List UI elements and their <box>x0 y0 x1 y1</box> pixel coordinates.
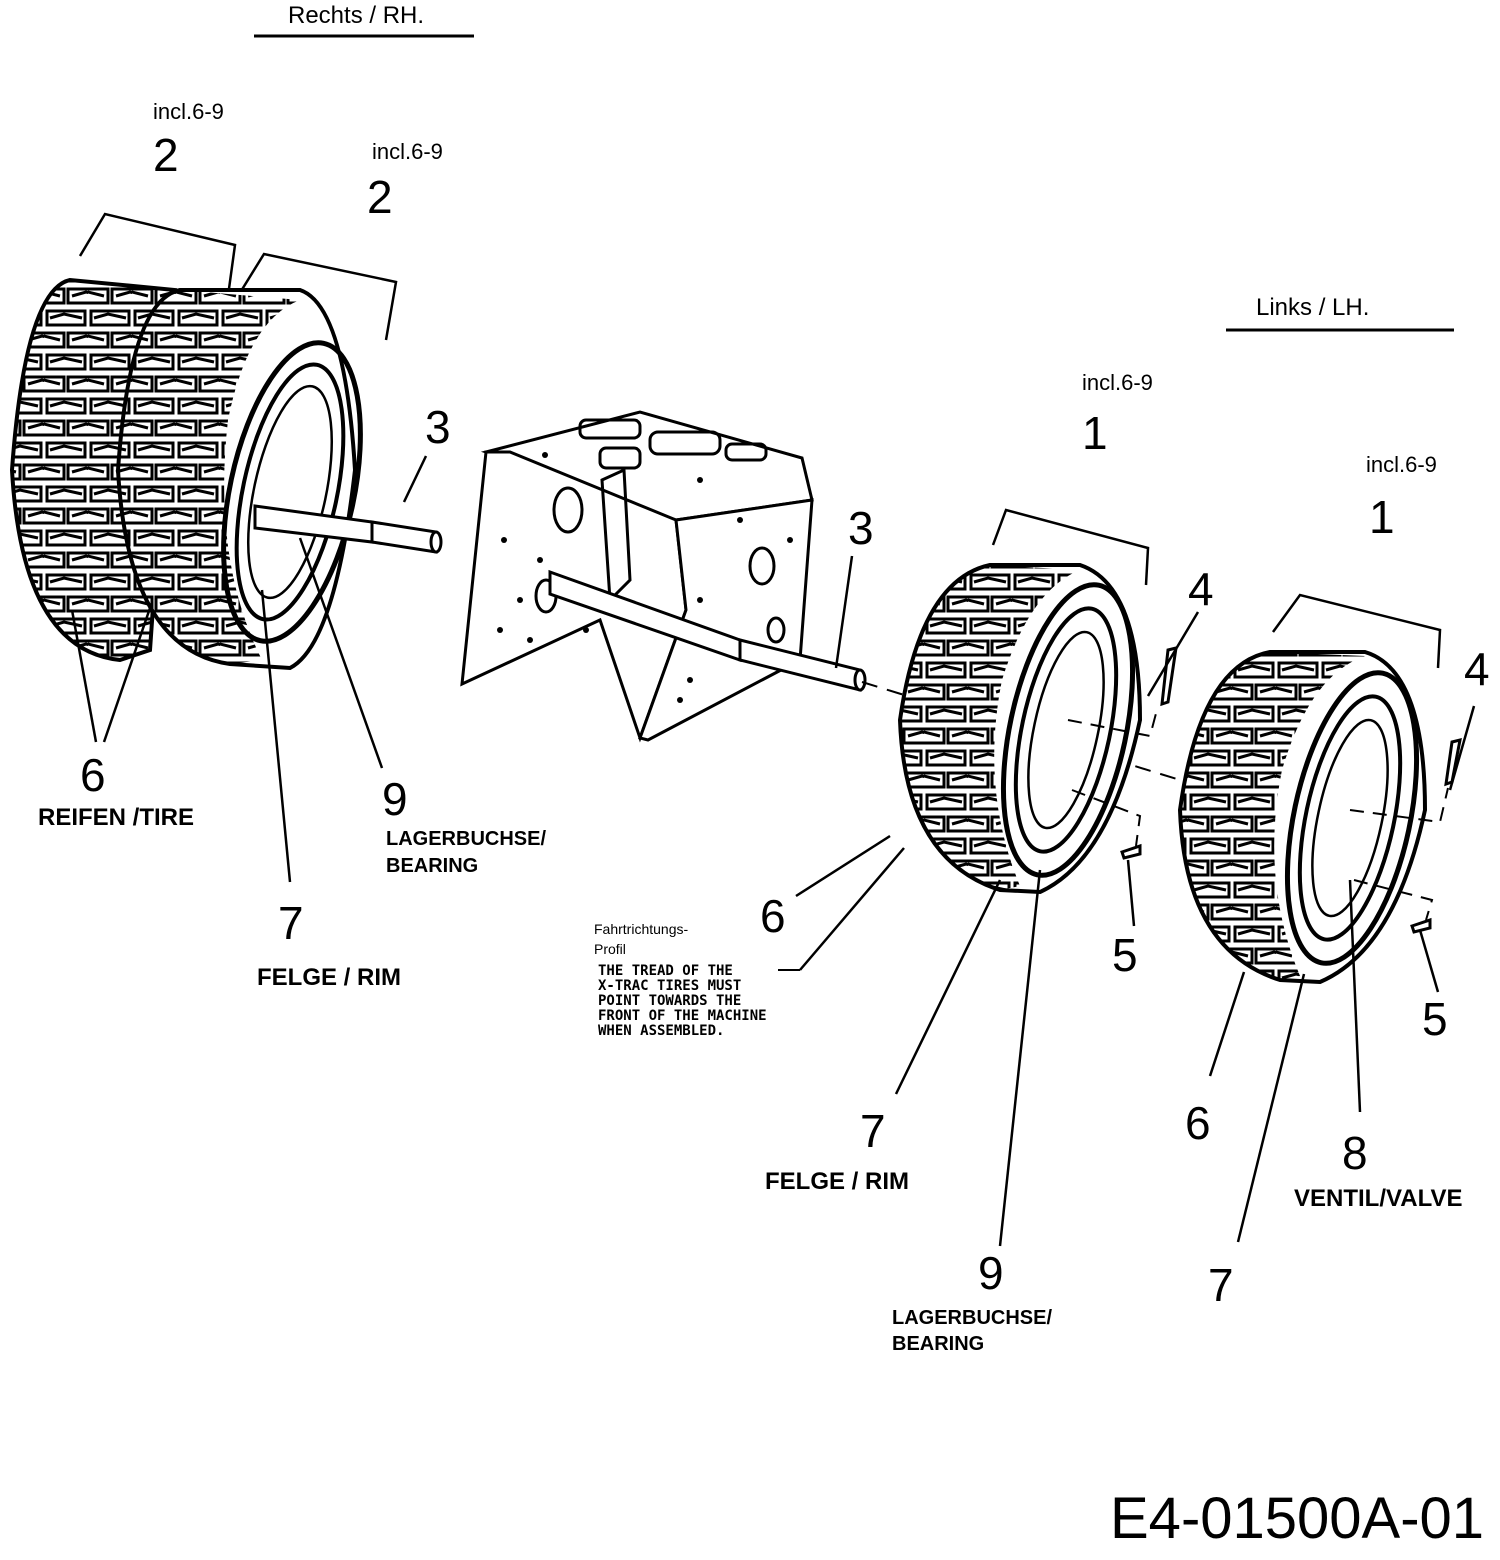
incl-note-1a: incl.6-9 <box>1082 370 1153 395</box>
label-rim-a: FELGE / RIM <box>257 964 401 991</box>
label-bearing-a-2: BEARING <box>386 855 479 877</box>
rim-left-2 <box>1284 670 1420 966</box>
header-right-side: Rechts / RH. <box>288 2 425 29</box>
callout-9a: 9 <box>382 773 408 825</box>
callout-8: 8 <box>1342 1127 1368 1179</box>
callout-6c: 6 <box>1185 1097 1211 1149</box>
tread-note: THE TREAD OF THE X-TRAC TIRES MUST POINT… <box>598 964 767 1039</box>
pins-and-clips <box>1120 646 1462 934</box>
note-line: WHEN ASSEMBLED. <box>598 1023 725 1039</box>
dashed-guides <box>1067 705 1449 921</box>
callout-1b: 1 <box>1369 491 1395 543</box>
axle-center <box>548 569 867 692</box>
leader-lines <box>70 455 1476 1247</box>
callout-7b: 7 <box>860 1105 886 1157</box>
note-line: POINT TOWARDS THE <box>598 993 742 1009</box>
axle-right <box>253 504 443 554</box>
rim-right <box>221 340 363 644</box>
drawing-code: E4-01500A-01 <box>1110 1486 1485 1551</box>
rim-left-1 <box>1000 582 1136 878</box>
label-tire: REIFEN /TIRE <box>38 804 195 831</box>
callout-4b: 4 <box>1464 643 1490 695</box>
note-line: X-TRAC TIRES MUST <box>598 978 742 994</box>
incl-note-2a: incl.6-9 <box>153 99 224 124</box>
header-left-side: Links / LH. <box>1256 294 1370 321</box>
label-rim-b: FELGE / RIM <box>765 1168 909 1195</box>
callout-1a: 1 <box>1082 407 1108 459</box>
housing <box>460 410 814 743</box>
note-line: FRONT OF THE MACHINE <box>598 1008 767 1024</box>
note-line: THE TREAD OF THE <box>598 963 733 979</box>
callout-5b: 5 <box>1422 993 1448 1045</box>
callout-4a: 4 <box>1188 563 1214 615</box>
note-heading-2: Profil <box>594 941 626 957</box>
callout-3b: 3 <box>848 502 874 554</box>
tire-right-inner <box>115 288 358 671</box>
tire-left-2 <box>1177 650 1428 985</box>
callout-7a: 7 <box>278 897 304 949</box>
callout-7c: 7 <box>1208 1259 1234 1311</box>
callout-6a: 6 <box>80 749 106 801</box>
callout-9b: 9 <box>978 1247 1004 1299</box>
callout-6b: 6 <box>760 890 786 942</box>
label-bearing-a-1: LAGERBUCHSE/ <box>386 828 547 850</box>
incl-note-1b: incl.6-9 <box>1366 452 1437 477</box>
label-bearing-b-2: BEARING <box>892 1333 985 1355</box>
label-valve: VENTIL/VALVE <box>1294 1185 1463 1212</box>
label-bearing-b-1: LAGERBUCHSE/ <box>892 1307 1053 1329</box>
incl-note-2b: incl.6-9 <box>372 139 443 164</box>
callout-5a: 5 <box>1112 929 1138 981</box>
callout-3a: 3 <box>425 401 451 453</box>
callout-2b: 2 <box>367 171 393 223</box>
bracket-lines <box>78 212 1442 669</box>
callout-2a: 2 <box>153 129 179 181</box>
note-heading-1: Fahrtrichtungs- <box>594 921 689 937</box>
